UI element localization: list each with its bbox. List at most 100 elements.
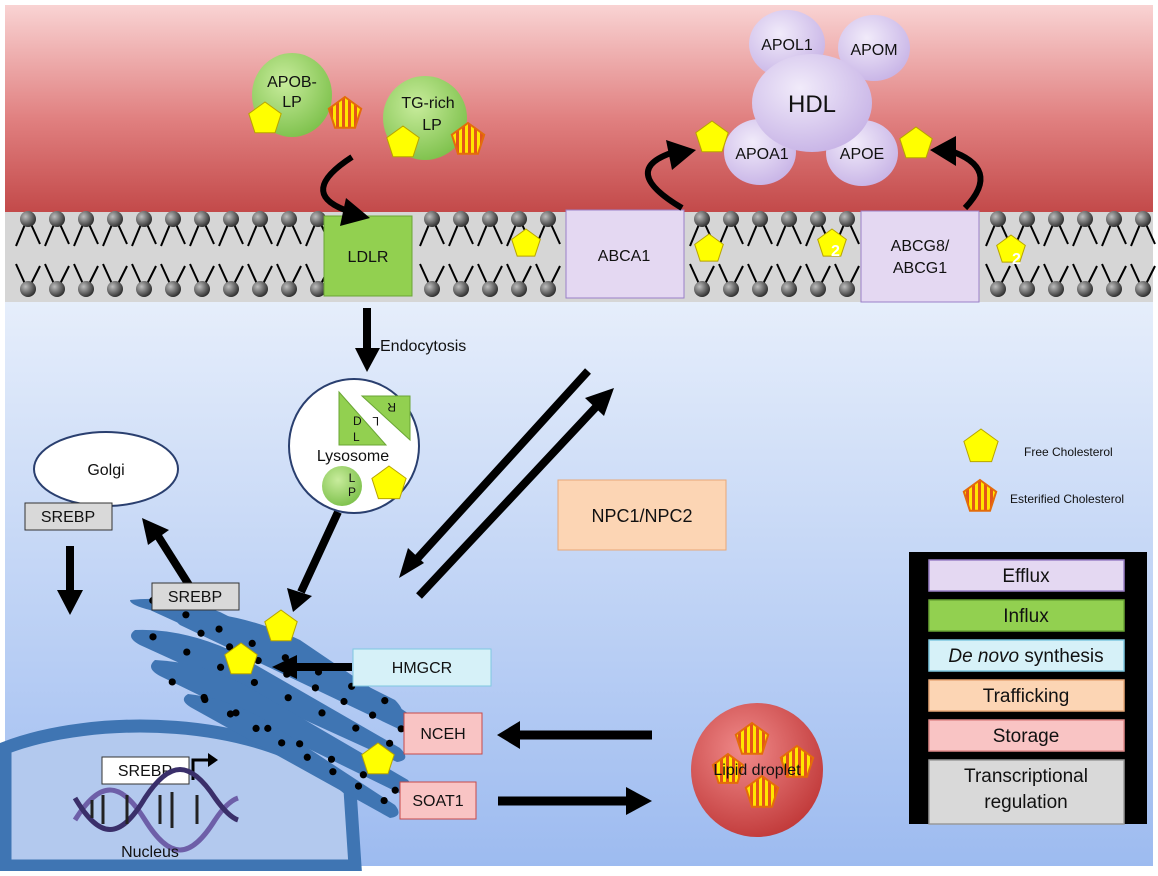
- ribosome-dot: [397, 725, 405, 733]
- free-cholesterol: [899, 126, 933, 159]
- ribosome-dot: [318, 709, 326, 717]
- phospholipid: [247, 211, 273, 297]
- lysosome-letter: P: [348, 485, 356, 499]
- droplet-ester: [711, 752, 745, 784]
- esterified-cholesterol: [962, 478, 998, 512]
- hdl-label: HDL: [788, 91, 836, 118]
- ldlr-uptake-arrow: [320, 154, 354, 213]
- phospholipid: [276, 211, 302, 297]
- ribosome-dot: [201, 695, 209, 704]
- phospholipid: [985, 211, 1011, 297]
- lysosome-ldl-fragment: [338, 390, 388, 446]
- key-esterified-cholesterol-label: Esterified Cholesterol: [1010, 492, 1124, 506]
- nucleus-label: Nucleus: [121, 844, 179, 861]
- npc-label: NPC1/NPC2: [591, 506, 692, 526]
- legend-label: De novo synthesis: [948, 646, 1103, 667]
- free-cholesterol: [817, 228, 847, 257]
- key-free-cholesterol-label: Free Cholesterol: [1024, 445, 1113, 459]
- lysosome-letter: L: [353, 430, 360, 444]
- hmgcr-label: HMGCR: [392, 660, 452, 677]
- phospholipid: [1043, 211, 1069, 297]
- ribosome-dot: [281, 654, 289, 662]
- legend-item: Storage: [928, 719, 1125, 752]
- abca1-efflux-arrow: [644, 149, 684, 211]
- soat1-to-droplet-arrowhead: [626, 787, 652, 815]
- esterified-cholesterol: [450, 121, 486, 155]
- free-cholesterol: [264, 609, 298, 642]
- droplet-ester: [779, 744, 815, 778]
- free-cholesterol: [996, 234, 1026, 263]
- phospholipid: [189, 211, 215, 297]
- ribosome-dot: [340, 697, 348, 706]
- phospholipid: [419, 211, 445, 297]
- legend-label: Storage: [993, 726, 1060, 747]
- phospholipid: [1072, 211, 1098, 297]
- phospholipid: [448, 211, 474, 297]
- abcg-efflux-arrowhead: [930, 136, 956, 166]
- ribosome-dot: [278, 739, 286, 747]
- lysosome-ldl-fragment-2: [360, 395, 411, 442]
- phospholipid: [805, 211, 831, 297]
- legend-label: Trafficking: [983, 686, 1070, 707]
- abcg8-label: ABCG8/ABCG1: [891, 238, 950, 277]
- lipid-droplet: [691, 703, 823, 837]
- lysosome-letter: L: [372, 414, 379, 428]
- golgi-label: Golgi: [87, 462, 124, 479]
- phospholipid: [477, 211, 503, 297]
- droplet-to-nceh-arrowhead: [497, 721, 520, 749]
- phospholipid: [535, 211, 561, 297]
- apoe-label: APOE: [840, 146, 884, 163]
- hdl-particle: [752, 54, 872, 152]
- srebp-er-label: SREBP: [168, 589, 222, 606]
- free-cholesterol: [361, 742, 395, 775]
- abca1-efflux-arrowhead: [666, 140, 696, 170]
- npc-box: [557, 479, 727, 551]
- ribosome-dot: [386, 739, 394, 747]
- phospholipid: [73, 211, 99, 297]
- droplet-ester: [734, 721, 770, 755]
- abcg-efflux-arrow: [947, 147, 984, 211]
- soat1-box: [399, 781, 477, 820]
- npc-in-arrowhead: [399, 548, 424, 578]
- ldlr-box: [323, 215, 413, 297]
- npc-in-arrow: [413, 368, 591, 563]
- ribosome-dot: [327, 755, 336, 763]
- ribosome-dot: [226, 643, 234, 651]
- membrane-number: 2: [1012, 251, 1021, 268]
- ribosome-dot: [149, 633, 157, 641]
- free-cholesterol: [224, 642, 258, 675]
- ribosome-dot: [311, 684, 319, 692]
- phospholipid-bilayer: [15, 211, 1156, 297]
- lysosome-label: Lysosome: [317, 448, 389, 465]
- apob-lp-label: APOB-LP: [267, 74, 317, 111]
- lipid-droplet-esters: [711, 721, 815, 808]
- ribosome-dot: [380, 796, 388, 805]
- er-to-golgi-arrowhead: [142, 518, 169, 545]
- hmgcr-box: [352, 648, 492, 687]
- phospholipid: [131, 211, 157, 297]
- phospholipid: [776, 211, 802, 297]
- ribosome-dot: [369, 711, 377, 719]
- phospholipid: [15, 211, 41, 297]
- srebp-golgi-box: [24, 502, 113, 531]
- golgi-to-nucleus-arrowhead: [57, 590, 83, 615]
- free-cholesterol-molecules: [224, 101, 1026, 775]
- ldlr-label: LDLR: [348, 249, 389, 266]
- free-cholesterol: [248, 101, 282, 134]
- droplet-ester: [744, 774, 780, 808]
- phospholipid: [102, 211, 128, 297]
- free-cholesterol: [695, 120, 729, 153]
- ribosome-dot: [183, 648, 191, 656]
- dna-helix: [72, 767, 239, 853]
- apom-label: APOM: [850, 42, 897, 59]
- legend-item: Influx: [928, 599, 1125, 632]
- phospholipid: [1130, 211, 1156, 297]
- lysosome-to-er-arrow: [297, 510, 342, 594]
- nceh-box: [403, 712, 483, 755]
